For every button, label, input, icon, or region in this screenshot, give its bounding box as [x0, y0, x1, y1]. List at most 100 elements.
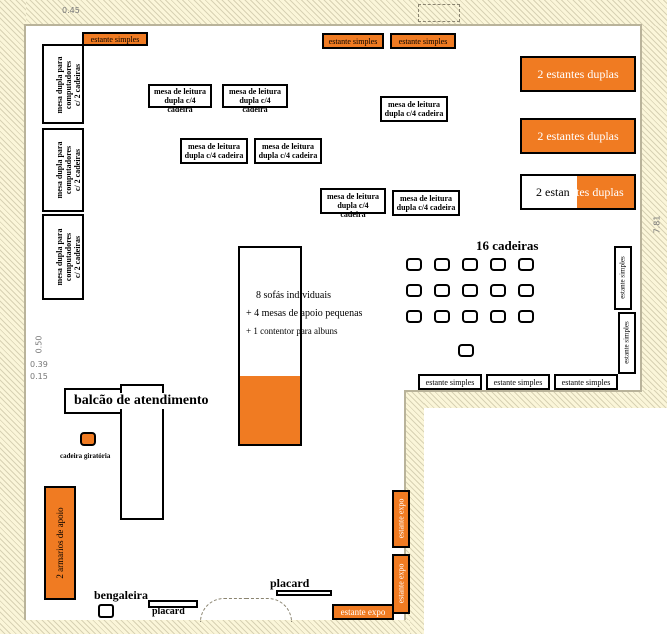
computer-table-label: mesa dupla para computadores c/ 2 cadeir… [55, 141, 82, 199]
support-cabinets: 2 armarios de apoio [44, 486, 76, 600]
dimension-label: 0.39 [30, 360, 48, 369]
reading-table-label: mesa de leitura dupla c/4 cadeira [258, 142, 318, 160]
single-shelf-label: estante simples [622, 321, 631, 364]
dimension-label: 0.50 [34, 335, 44, 354]
computer-table-1: mesa dupla para computadores c/ 2 cadeir… [42, 44, 84, 124]
wall-left [0, 0, 26, 634]
single-shelf-label: estante simples [561, 378, 611, 387]
wall-right [642, 26, 667, 396]
chair [434, 258, 450, 271]
single-shelf-top-left: estante simples [82, 32, 148, 46]
single-shelf-bottom-1: estante simples [418, 374, 482, 390]
chair [490, 258, 506, 271]
chair [434, 310, 450, 323]
chair [462, 258, 478, 271]
double-shelves-label-b: tes duplas [576, 185, 624, 199]
album-container [240, 376, 300, 444]
double-shelves-label: 2 estantes duplas [537, 129, 619, 143]
reading-table: mesa de leitura dupla c/4 cadeira [380, 96, 448, 122]
exhibition-shelf-label: estante expo [396, 563, 406, 604]
placard [148, 600, 198, 608]
wall-bottom [0, 620, 410, 634]
door-top [418, 4, 460, 22]
exhibition-shelf-label: estante expo [340, 607, 386, 617]
chair [434, 284, 450, 297]
chair [518, 310, 534, 323]
chair [490, 284, 506, 297]
wall-right-line [640, 24, 642, 396]
chair [406, 310, 422, 323]
sofa-label: 8 sofás individuais [256, 290, 331, 301]
wall-top [0, 0, 667, 26]
dimension-label: 0.45 [62, 6, 80, 15]
reading-table-label: mesa de leitura dupla c/4 cadeira [184, 142, 244, 160]
single-shelf-top-mid: estante simples [322, 33, 384, 49]
double-shelves-1: 2 estantes duplas [520, 56, 636, 92]
single-shelf-bottom-2: estante simples [486, 374, 550, 390]
umbrella-stand-label: bengaleira [94, 588, 148, 602]
reading-table-label: mesa de leitura dupla c/4 cadeira [229, 87, 281, 114]
exhibition-shelf-3: estante expo [332, 604, 394, 620]
wall-left-line [24, 24, 26, 634]
reading-table: mesa de leitura dupla c/4 cadeira [392, 190, 460, 216]
single-shelf-top-right: estante simples [390, 33, 456, 49]
chair [406, 258, 422, 271]
sofa-area [238, 246, 302, 446]
dimension-label: 0.15 [30, 372, 48, 381]
computer-table-3: mesa dupla para computadores c/ 2 cadeir… [42, 214, 84, 300]
reading-table-label: mesa de leitura dupla c/4 cadeira [327, 192, 379, 219]
exhibition-shelf-2: estante expo [392, 554, 410, 614]
swivel-chair-label: cadeira giratória [60, 452, 111, 460]
single-shelf-label: estante simples [493, 378, 543, 387]
placard-label: placard [270, 576, 310, 590]
placard-label: placard [152, 606, 185, 617]
single-shelf-label: estante simples [425, 378, 475, 387]
wall-step-h [418, 390, 667, 408]
album-container-label: + 1 contentor para albuns [246, 326, 338, 336]
computer-table-2: mesa dupla para computadores c/ 2 cadeir… [42, 128, 84, 212]
reading-table: mesa de leitura dupla c/4 cadeira [148, 84, 212, 114]
single-shelf-right-2: estante simples [618, 312, 636, 374]
reading-table: mesa de leitura dupla c/4 cadeira [254, 138, 322, 164]
reading-table: mesa de leitura dupla c/4 cadeira [222, 84, 288, 114]
door-bottom-2 [246, 598, 292, 622]
single-shelf-label: estante simples [90, 35, 140, 44]
chair [458, 344, 474, 357]
swivel-chair [80, 432, 96, 446]
chair [518, 284, 534, 297]
service-desk-label: balcão de atendimento [74, 393, 209, 409]
chair [490, 310, 506, 323]
door-bottom [200, 598, 246, 622]
chairs-label: 16 cadeiras [476, 238, 539, 253]
chair [518, 258, 534, 271]
single-shelf-label: estante simples [618, 256, 627, 299]
single-shelf-label: estante simples [328, 37, 378, 46]
single-shelf-right-1: estante simples [614, 246, 632, 310]
double-shelves-label: 2 estantes duplas [537, 67, 619, 81]
double-shelves-label-a: 2 estan [536, 185, 570, 199]
single-shelf-label: estante simples [398, 37, 448, 46]
support-cabinets-label: 2 armarios de apoio [55, 507, 65, 579]
computer-table-label: mesa dupla para computadores c/ 2 cadeir… [55, 228, 82, 286]
reading-table-label: mesa de leitura dupla c/4 cadeira [154, 87, 206, 114]
chair [406, 284, 422, 297]
reading-table: mesa de leitura dupla c/4 cadeira [320, 188, 386, 219]
exhibition-shelf-1: estante expo [392, 490, 410, 548]
dimension-label: 7.81 [652, 215, 662, 234]
reading-table-label: mesa de leitura dupla c/4 cadeira [396, 194, 456, 212]
wall-step-v [406, 390, 424, 634]
computer-table-label: mesa dupla para computadores c/ 2 cadeir… [55, 56, 82, 114]
double-shelves-3: 2 estan tes duplas [520, 174, 636, 210]
exhibition-shelf-label: estante expo [396, 498, 406, 539]
single-shelf-bottom-3: estante simples [554, 374, 618, 390]
wall-step-line-h [404, 390, 642, 392]
placard [276, 590, 332, 596]
reading-table-label: mesa de leitura dupla c/4 cadeira [384, 100, 444, 118]
chair [462, 284, 478, 297]
chair [462, 310, 478, 323]
double-shelves-2: 2 estantes duplas [520, 118, 636, 154]
sofa-tables-label: + 4 mesas de apoio pequenas [246, 308, 363, 319]
reading-table: mesa de leitura dupla c/4 cadeira [180, 138, 248, 164]
wall-top-line [22, 24, 642, 26]
umbrella-stand [98, 604, 114, 618]
